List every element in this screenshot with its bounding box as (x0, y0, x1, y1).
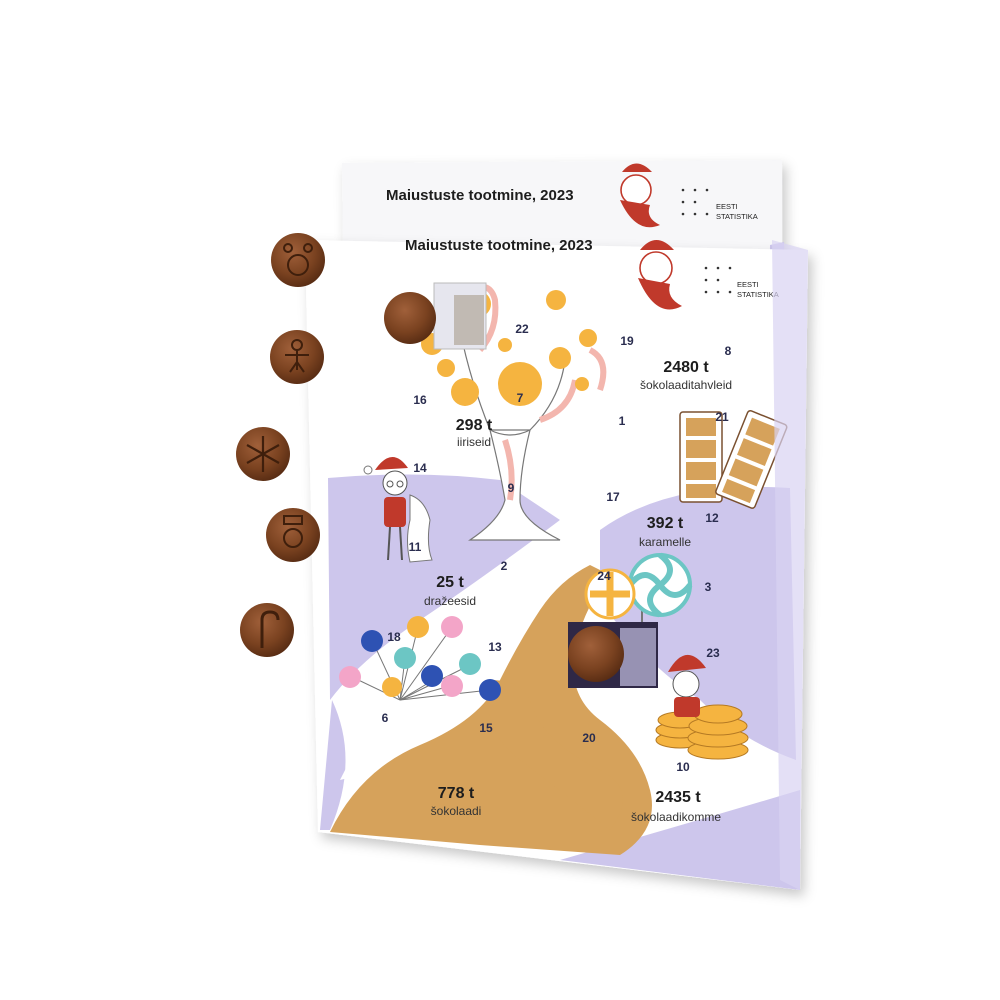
door-20[interactable]: 20 (582, 731, 596, 745)
door-12[interactable]: 12 (705, 511, 719, 525)
drage-balloons-icon (339, 616, 501, 701)
elf-with-list-icon (363, 456, 433, 563)
chocolate-pieces (236, 233, 325, 657)
door-19[interactable]: 19 (620, 334, 634, 348)
stat-value: 2435 t (655, 789, 701, 806)
door-13[interactable]: 13 (488, 640, 502, 654)
stat-label: karamelle (639, 535, 691, 549)
candy-cane-icon (240, 603, 294, 657)
front-calendar-card: Maiustuste tootmine, 2023 EESTI STATISTI… (305, 237, 808, 890)
stat-value: 25 t (436, 574, 464, 591)
door-15[interactable]: 15 (479, 721, 493, 735)
stat-label: dražeesid (424, 594, 476, 608)
back-card-title: Maiustuste tootmine, 2023 (386, 187, 574, 204)
door-2[interactable]: 2 (501, 559, 508, 573)
stat-value: 392 t (647, 515, 684, 532)
door-11[interactable]: 11 (409, 540, 422, 554)
teddy-bear-icon (271, 233, 325, 287)
stat-label: šokolaadi (431, 804, 482, 818)
door-1[interactable]: 1 (619, 414, 626, 428)
stat-value: 2480 t (663, 359, 709, 376)
stat-karamell: 392 t karamelle (639, 515, 691, 549)
door-23[interactable]: 23 (706, 646, 720, 660)
chocolate-bar-icon (679, 410, 788, 509)
door-21[interactable]: 21 (715, 410, 729, 424)
door-9[interactable]: 9 (508, 481, 515, 495)
back-brand-line2: STATISTIKA (716, 212, 758, 221)
elf-with-cookies-icon (668, 654, 706, 717)
stat-drazee: 25 t dražeesid (424, 574, 476, 608)
door-3[interactable]: 3 (705, 580, 712, 594)
santa-face-front-icon (638, 240, 682, 310)
door-22[interactable]: 22 (515, 322, 529, 336)
santa-face-icon (620, 163, 660, 228)
door-17[interactable]: 17 (606, 490, 620, 504)
open-door-5[interactable] (568, 622, 658, 688)
door-8[interactable]: 8 (725, 344, 732, 358)
stat-sokolaad: 778 t šokolaadi (431, 785, 482, 818)
door-7[interactable]: 7 (517, 391, 524, 405)
door-24[interactable]: 24 (597, 569, 611, 583)
stat-value: 298 t (456, 417, 493, 434)
card-fold-edge (772, 240, 808, 890)
tree-trunk (468, 429, 561, 541)
snowflake-icon (236, 427, 290, 481)
stat-value: 778 t (438, 785, 475, 802)
stat-label: iiriseid (457, 435, 491, 449)
back-logo-dots (681, 188, 709, 216)
stat-label: šokolaaditahvleid (640, 378, 732, 392)
stat-label: šokolaadikomme (631, 810, 721, 824)
brand-line1: EESTI (737, 280, 759, 289)
back-brand-line1: EESTI (716, 202, 738, 211)
cookie-stack-icon (655, 704, 749, 760)
door-16[interactable]: 16 (413, 393, 427, 407)
logo-dots (704, 266, 732, 294)
stat-komm: 2435 t šokolaadikomme (631, 789, 721, 824)
door-numbers: 1 2 3 4 6 7 8 9 10 11 12 13 14 15 16 17 … (382, 309, 732, 774)
open-door-4[interactable] (384, 282, 487, 350)
brand-line2: STATISTIKA (737, 290, 779, 299)
door-18[interactable]: 18 (387, 630, 401, 644)
gingerbread-man-icon (270, 330, 324, 384)
stat-tahvel: 2480 t šokolaaditahvleid (640, 359, 732, 392)
snowman-icon (266, 508, 320, 562)
door-10[interactable]: 10 (676, 760, 690, 774)
door-6[interactable]: 6 (382, 711, 389, 725)
bottom-hill (560, 790, 800, 890)
stat-iiris: 298 t iiriseid (456, 417, 493, 449)
door-14[interactable]: 14 (413, 461, 427, 475)
page-title: Maiustuste tootmine, 2023 (405, 237, 593, 254)
